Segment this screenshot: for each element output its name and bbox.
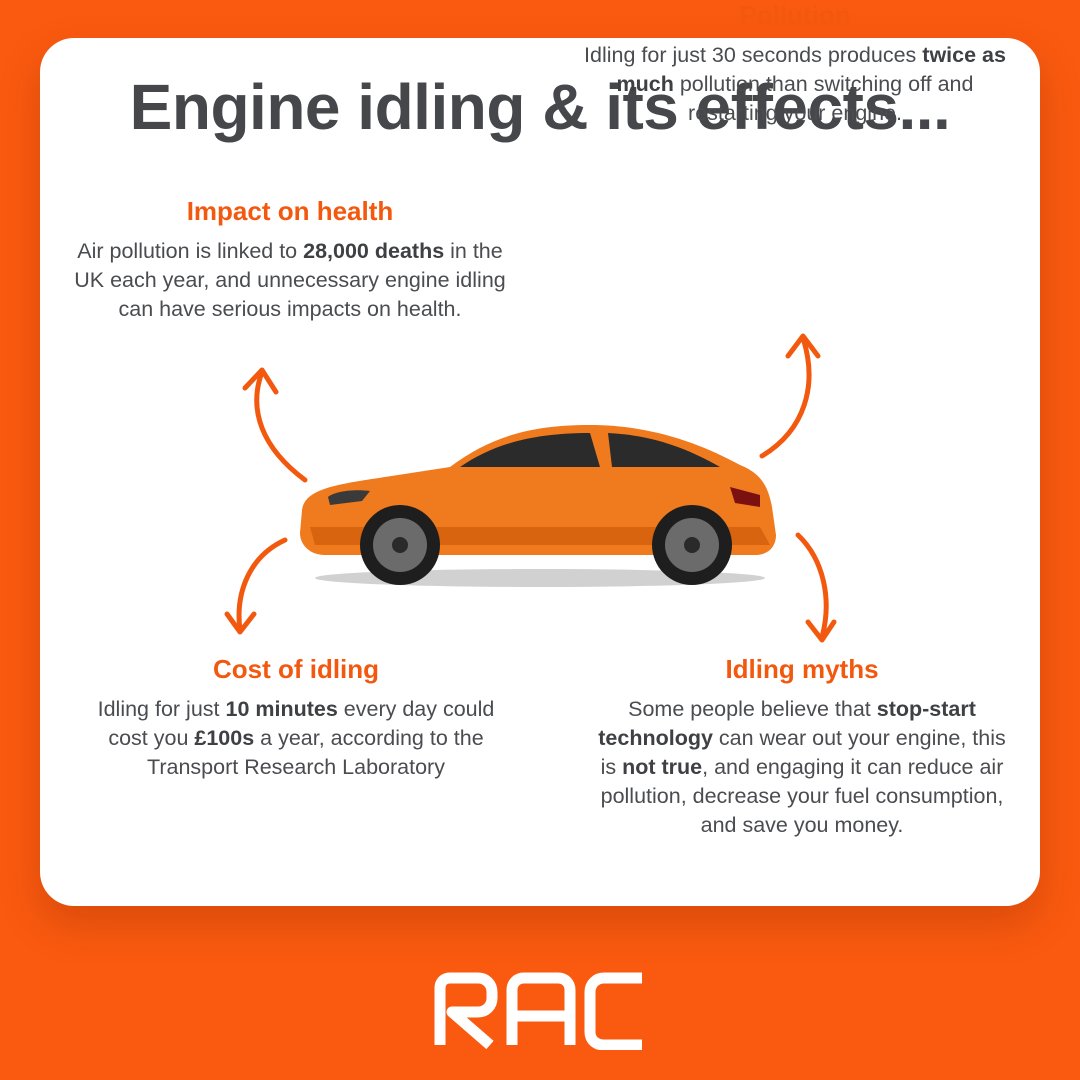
section-idling-myths: Idling myths Some people believe that st… — [592, 654, 1012, 840]
section-body: Idling for just 10 minutes every day cou… — [97, 697, 495, 779]
page-title: Engine idling & its effects... — [129, 71, 951, 143]
section-heading: Impact on health — [186, 196, 394, 226]
section-heading: Idling myths — [725, 654, 879, 684]
car-image — [300, 425, 776, 587]
section-impact-on-health: Impact on health Air pollution is linked… — [70, 196, 510, 324]
section-body: Idling for just 30 seconds produces twic… — [584, 43, 1006, 125]
section-body: Air pollution is linked to 28,000 deaths… — [74, 239, 506, 321]
section-cost-of-idling: Cost of idling Idling for just 10 minute… — [76, 654, 516, 782]
section-body: Some people believe that stop-start tech… — [598, 697, 1006, 837]
section-heading: Cost of idling — [212, 654, 380, 684]
rac-logo — [434, 972, 642, 1050]
section-heading: Pollution — [739, 0, 851, 30]
section-pollution: Pollution Idling for just 30 seconds pro… — [580, 0, 1010, 128]
